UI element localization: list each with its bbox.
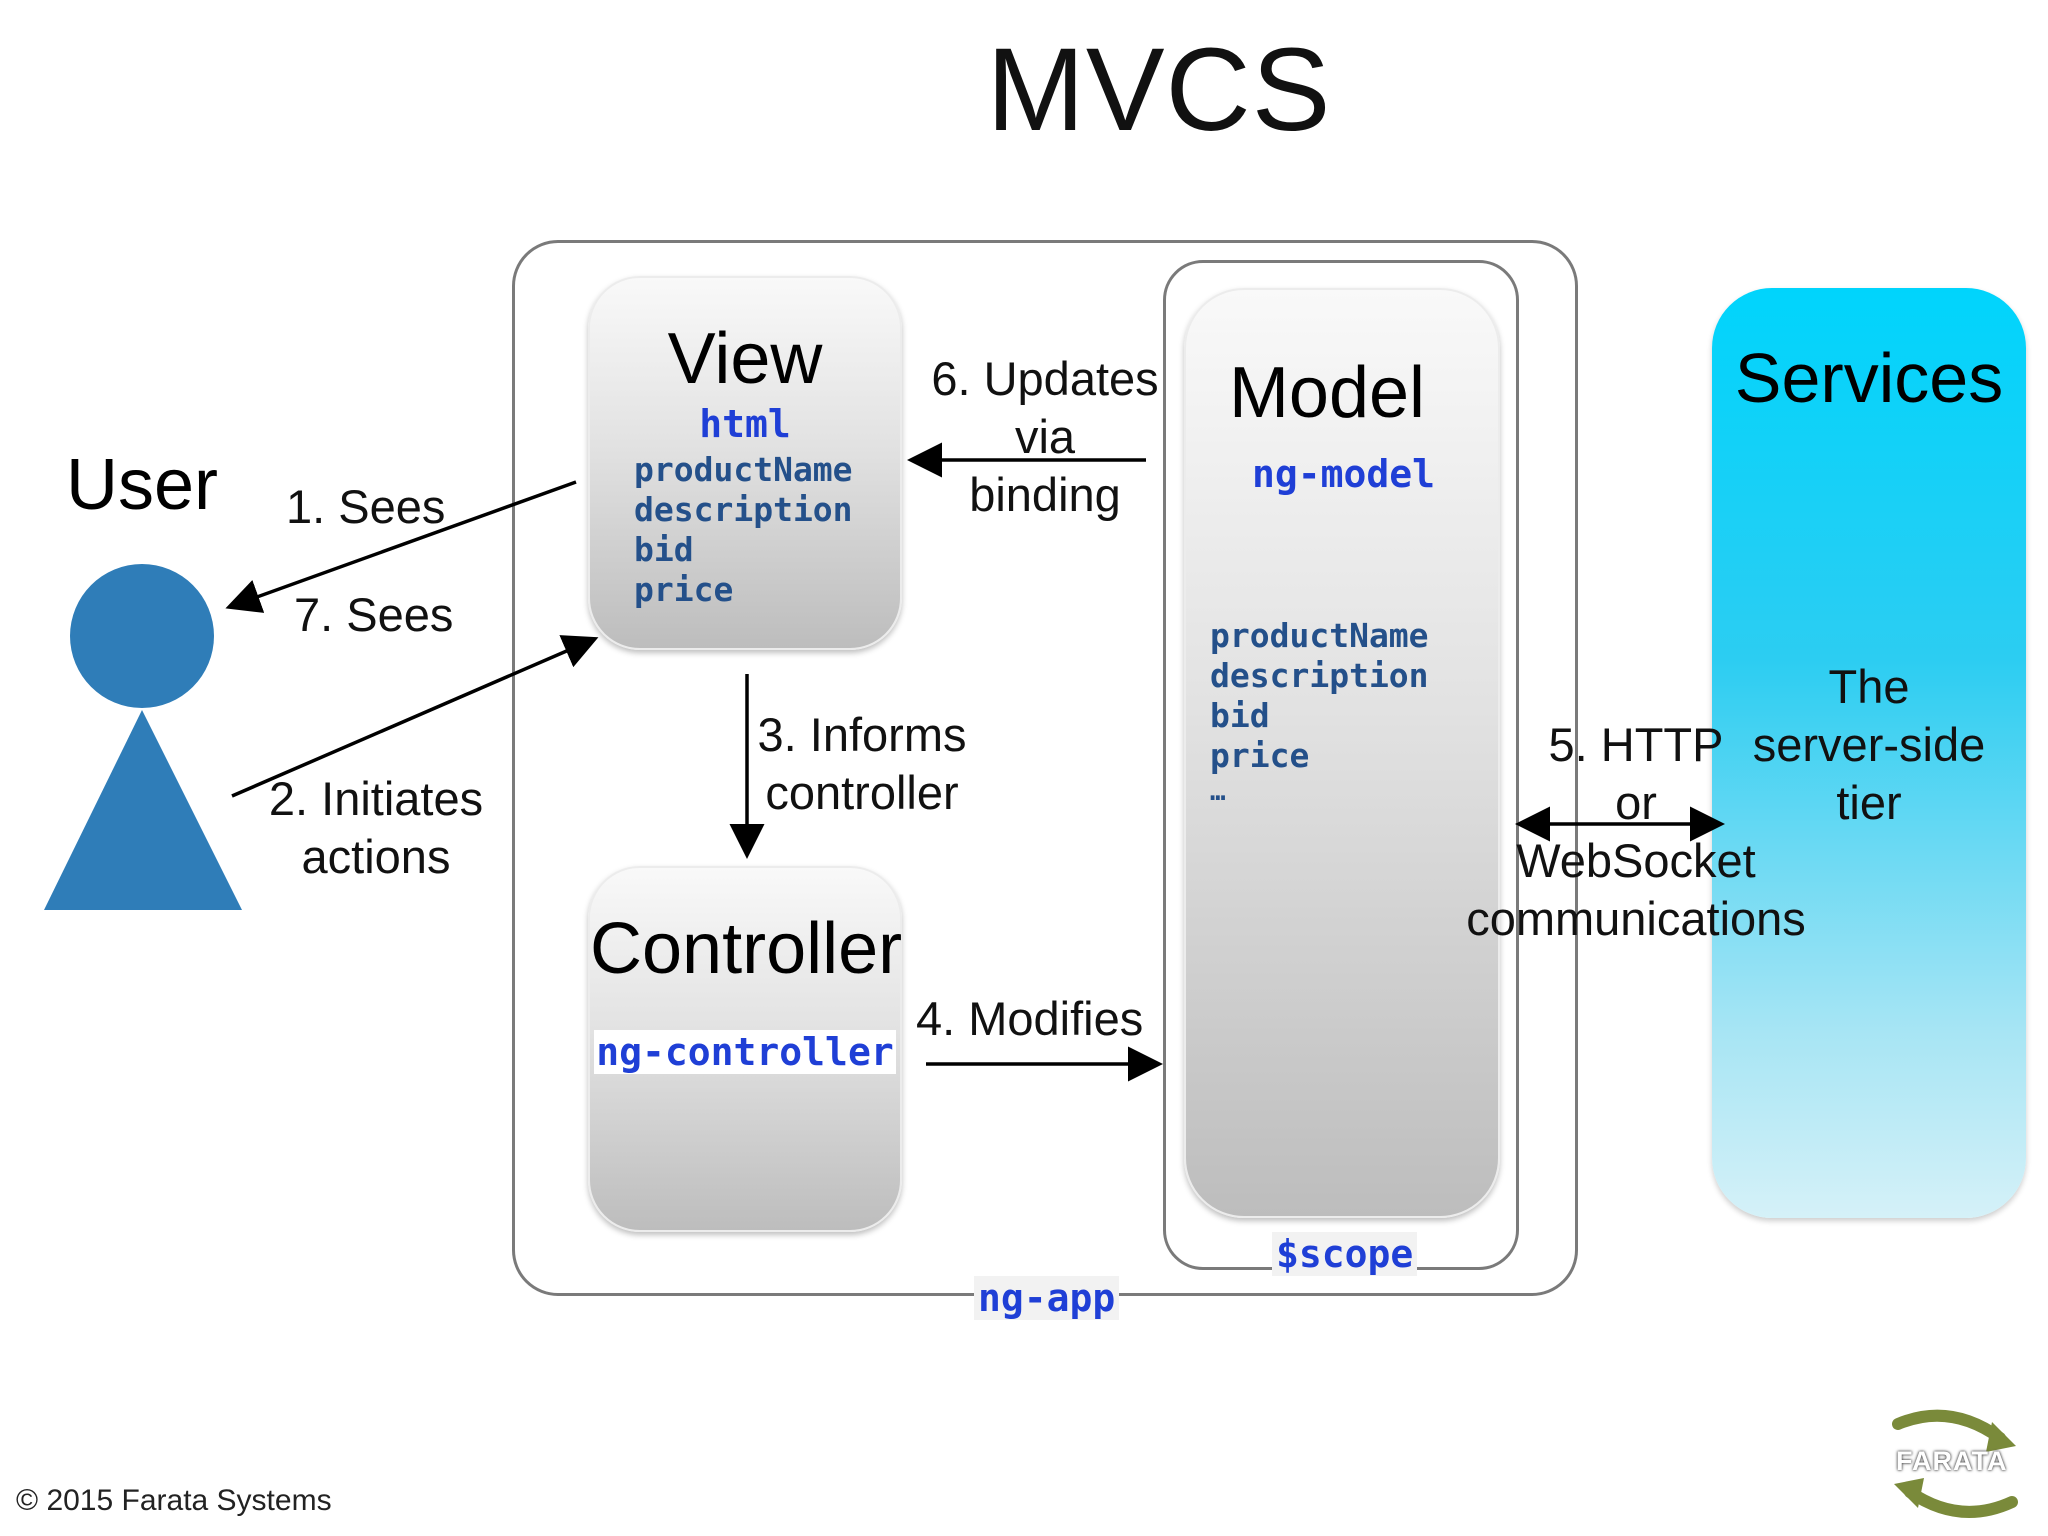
edge-label-sees-1: 1. Sees [286, 480, 446, 533]
view-html-tag: html [699, 402, 791, 446]
services-description: The server-side tier [1712, 658, 2026, 832]
edge-label-informs: 3. Informs controller [752, 706, 972, 822]
scope-label: $scope [1272, 1232, 1418, 1276]
model-box: Model ng-model productName description b… [1184, 288, 1500, 1218]
services-desc-line: tier [1836, 776, 1902, 829]
edge-label-line: 5. HTTP [1548, 718, 1724, 771]
model-field: bid [1210, 696, 1270, 735]
farata-logo-text: FARATA [1896, 1446, 2008, 1476]
edge-label-line: 2. Initiates [268, 772, 484, 825]
edge-label-line: 3. Informs [757, 708, 967, 761]
edge-label-line: binding [969, 468, 1121, 521]
view-field: bid [634, 530, 694, 569]
edge-label-line: 6. Updates [931, 352, 1159, 405]
user-label: User [66, 445, 219, 525]
ng-app-label: ng-app [974, 1276, 1120, 1320]
farata-logo-icon [1892, 1409, 2018, 1518]
arrow-sees [225, 480, 577, 613]
edge-label-modifies: 4. Modifies [916, 992, 1144, 1045]
edge-label-line: WebSocket [1516, 834, 1756, 887]
controller-title: Controller [590, 909, 903, 989]
view-fields: productName description bid price [634, 450, 900, 610]
copyright-footer: © 2015 Farata Systems [16, 1484, 332, 1517]
view-field: price [634, 570, 734, 609]
view-title: View [667, 319, 823, 399]
services-title: Services [1734, 339, 2004, 417]
model-field: price [1210, 736, 1310, 775]
edge-label-updates: 6. Updates via binding [910, 350, 1180, 524]
edge-label-line: communications [1466, 892, 1806, 945]
model-field: productName [1210, 616, 1429, 655]
edge-label-sees-7: 7. Sees [294, 588, 454, 641]
diagram-title: MVCS [986, 24, 1332, 156]
user-icon [44, 564, 242, 910]
edge-label-http: 5. HTTP or WebSocket communications [1436, 716, 1836, 948]
model-title: Model [1228, 353, 1426, 433]
edge-label-initiates: 2. Initiates actions [256, 770, 496, 886]
services-desc-line: server-side [1752, 718, 1986, 771]
services-box: Services The server-side tier [1712, 288, 2026, 1218]
edge-label-line: via [1014, 410, 1076, 463]
controller-box: Controller ng-controller [588, 866, 902, 1232]
view-box: View html productName description bid pr… [588, 276, 902, 650]
view-field: productName [634, 450, 853, 489]
model-fields: productName description bid price … [1210, 616, 1498, 808]
controller-tag: ng-controller [594, 1030, 896, 1074]
model-tag: ng-model [1252, 452, 1436, 496]
edge-label-line: actions [301, 830, 451, 883]
model-field: … [1210, 777, 1226, 807]
view-field: description [634, 490, 853, 529]
edge-label-line: controller [765, 766, 959, 819]
model-field: description [1210, 656, 1429, 695]
arrow-initiates [231, 635, 599, 798]
edge-label-line: or [1615, 776, 1657, 829]
services-desc-line: The [1828, 660, 1910, 713]
